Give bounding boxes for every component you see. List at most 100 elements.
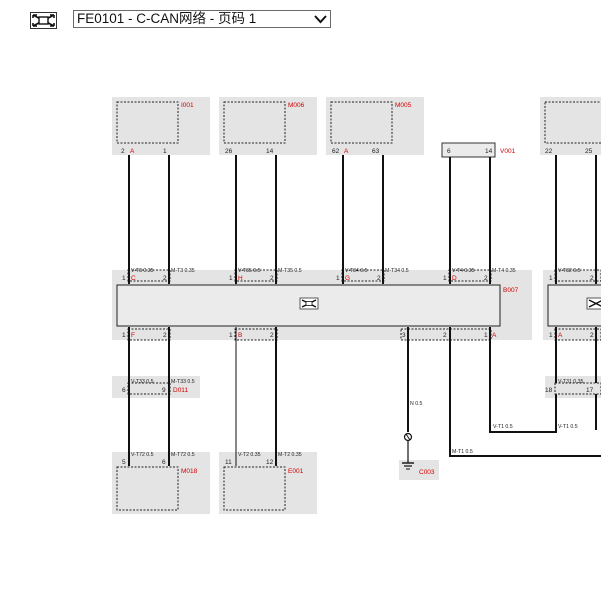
pin-bottom-4: 2 [270,332,274,339]
label-vt2: V-T2 0.35 [238,452,261,458]
code-m005[interactable]: M005 [395,102,412,109]
module-b007 [116,284,501,327]
pin-m018-6: 6 [162,459,166,466]
page-select-value: FE0101 - C-CAN网络 - 页码 1 [77,11,257,26]
wires [128,155,601,466]
component-codes: I001 M006 M005 V001 B007 D011 M018 E001 … [173,102,519,476]
pin-bottom-a2: A [558,332,563,339]
pin-m006-26: 26 [225,148,233,155]
component-bg-right-conn [545,376,601,398]
module-right [547,284,601,327]
pin-bottom-f: F [131,332,135,339]
pin-top-d: D [452,275,457,282]
code-b007[interactable]: B007 [503,287,519,294]
pin-top-5: 1 [336,275,340,282]
pin-top-8: 2 [484,275,488,282]
label-mt3: M-T3 0.35 [171,268,195,274]
label-vt35: V-T35 0.5 [238,268,261,274]
dashed-conn-right [554,382,601,395]
pin-m005-62: 62 [332,148,340,155]
pin-top-7: 1 [443,275,447,282]
pin-right-top-22: 22 [545,148,553,155]
label-n05: N 0.5 [410,401,423,407]
pin-bottom-1: 1 [122,332,126,339]
label-mt72: M-T72 0.5 [171,452,195,458]
pin-v001-14: 14 [485,148,493,155]
component-bg-m018 [112,452,210,514]
chevron-down-icon [314,15,327,24]
component-bg-m006 [219,97,317,155]
component-bg-right-top [540,97,601,155]
pin-i001-1: 1 [163,148,167,155]
label-mt33: M-T33 0.5 [171,379,195,385]
pin-m005-a: A [344,148,349,155]
pin-m006-14: 14 [266,148,274,155]
code-m006[interactable]: M006 [288,102,305,109]
label-mt2: M-T2 0.35 [278,452,302,458]
module-b007-icon [299,297,319,310]
pin-bottom-7: 1 [484,332,488,339]
pin-e001-12: 12 [266,459,274,466]
wire-vt1 [489,327,557,433]
code-v001[interactable]: V001 [500,148,516,155]
pin-bottom-a: A [492,332,497,339]
pin-bottom-5: 3 [402,332,406,339]
pin-right-conn-18: 18 [545,387,553,394]
pin-top-1: 1 [122,275,126,282]
dashed-box-e001 [223,466,286,511]
module-right-icon [586,297,601,310]
component-bg-d011 [112,376,200,398]
component-bg-c003 [399,460,439,480]
label-vt1b: V-T1 0.5 [558,424,578,430]
ground-symbol [402,432,414,470]
diagram-zoom-icon[interactable] [30,12,57,29]
component-v001 [441,142,496,158]
pin-top-g: G [345,275,350,282]
pin-bottom-9: 2 [590,332,594,339]
label-mt35: M-T35 0.5 [278,268,302,274]
pin-top-c: C [131,275,136,282]
wire-mt1 [449,327,601,457]
dashed-box-i001 [116,101,179,144]
pin-top-h: H [238,275,243,282]
component-bg-e001 [219,452,317,514]
pin-right-top-25: 25 [585,148,593,155]
pin-bottom-b: B [238,332,242,339]
label-vt31: V-T31 0.35 [558,379,583,385]
code-d011[interactable]: D011 [173,387,188,394]
component-bg-m005 [326,97,424,155]
pin-top-10: 2 [590,275,594,282]
label-vt33: V-T33 0.5 [131,379,154,385]
ground-splice-mark [405,433,411,441]
label-mt34: M-T34 0.5 [385,268,409,274]
label-vt4: V-T4 0.35 [452,268,475,274]
label-vt32: V-T32 0.5 [558,268,581,274]
pin-v001-6: 6 [447,148,451,155]
pin-m005-63: 63 [372,148,380,155]
pin-bottom-6: 2 [443,332,447,339]
pin-bottom-8: 1 [549,332,553,339]
pin-d011-9: 9 [162,387,166,394]
code-c003[interactable]: C003 [419,469,435,476]
pin-bottom-3: 1 [229,332,233,339]
component-v001-box [441,142,496,158]
code-i001[interactable]: I001 [181,102,194,109]
page-select[interactable]: FE0101 - C-CAN网络 - 页码 1 [73,10,331,28]
pin-m018-5: 5 [122,459,126,466]
dashed-outlines [116,101,601,511]
pin-top-2: 2 [163,275,167,282]
dashed-box-m018 [116,466,179,511]
pin-top-9: 1 [549,275,553,282]
label-vt72: V-T72 0.5 [131,452,154,458]
code-e001[interactable]: E001 [288,468,304,475]
dashed-box-m005 [330,101,393,144]
label-vt3: V-T3 0.35 [131,268,154,274]
code-m018[interactable]: M018 [181,468,198,475]
label-vt34: V-T34 0.5 [345,268,368,274]
pin-d011-6: 6 [122,387,126,394]
pin-e001-11: 11 [225,459,232,466]
dashed-box-right-top [544,101,601,144]
label-vt1a: V-T1 0.5 [493,424,513,430]
pin-top-4: 2 [270,275,274,282]
